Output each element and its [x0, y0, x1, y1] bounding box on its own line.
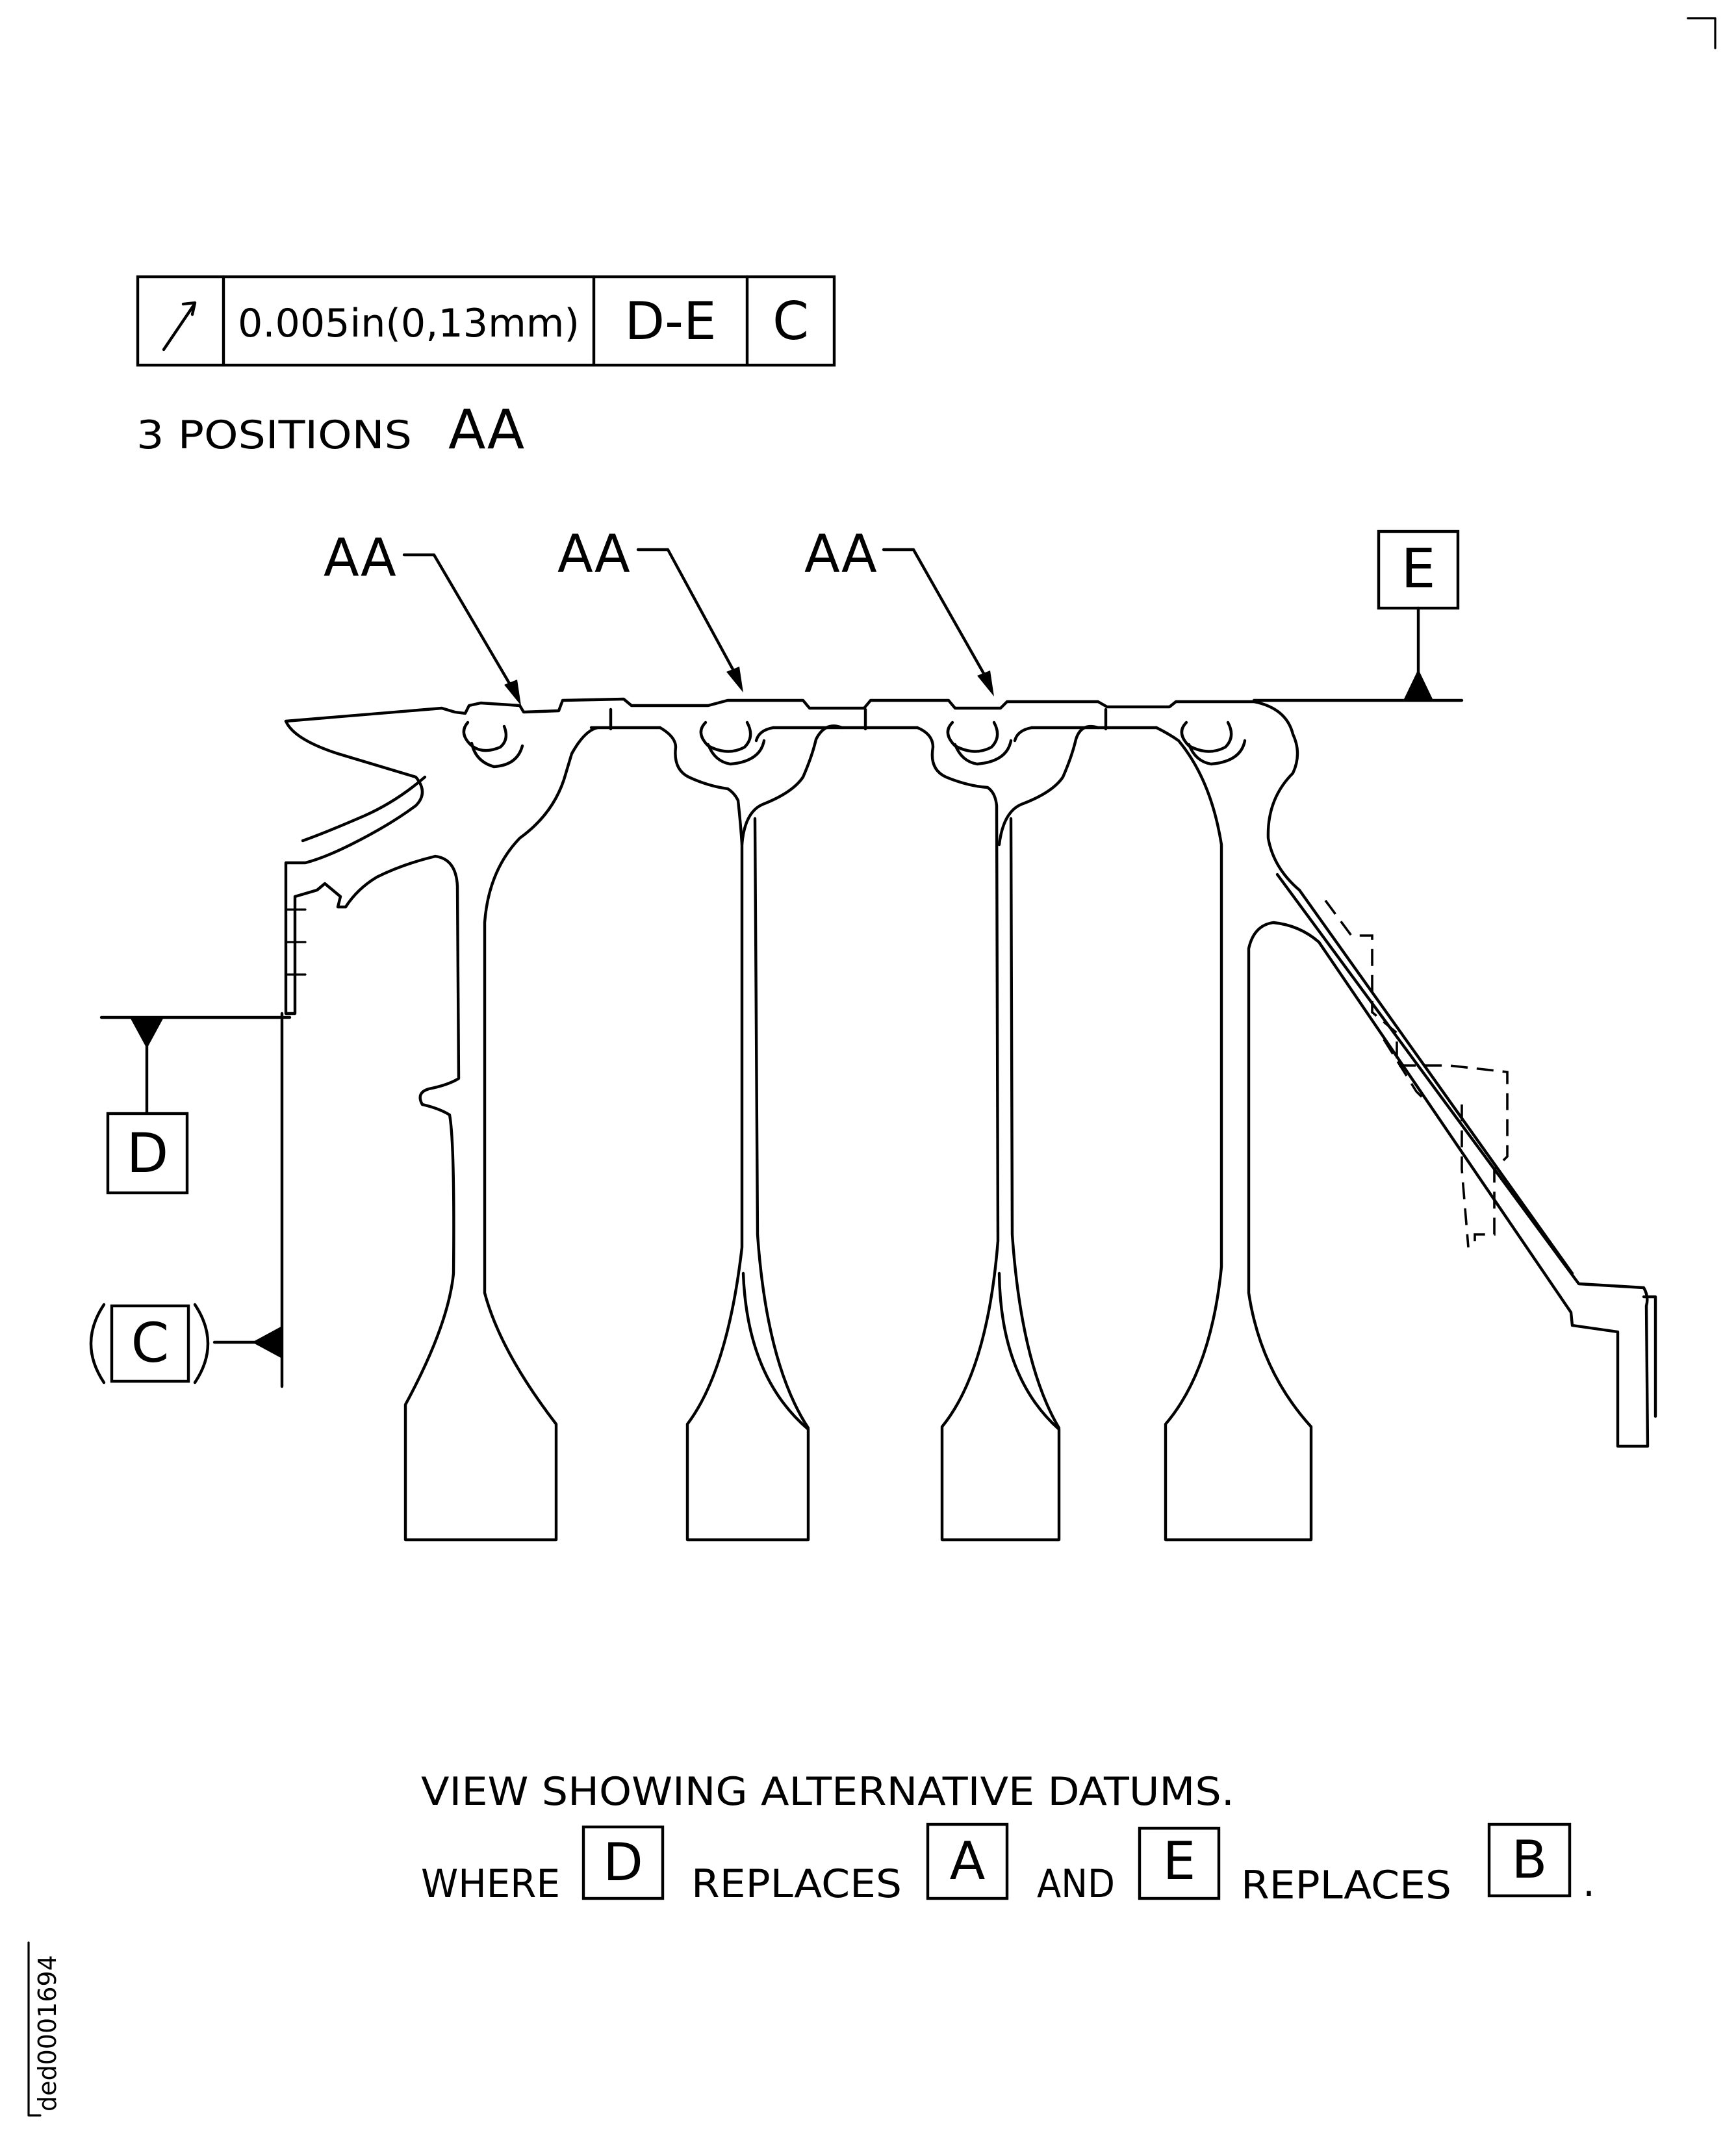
footer-and: AND [1037, 1861, 1115, 1907]
rotor-section [284, 697, 1657, 1542]
footer-box-d: D [603, 1832, 643, 1893]
datum-reference-d-e: D-E [624, 291, 716, 351]
footer-line-2: WHERE D REPLACES A AND E REPLACES B . [421, 1822, 1595, 1908]
feature-control-frame: 0.005in(0,13mm) D-E C [136, 275, 836, 367]
footer-box-b: B [1512, 1830, 1548, 1890]
crop-mark [1687, 17, 1717, 49]
footer-box-e: E [1163, 1831, 1196, 1891]
footer-period: . [1583, 1860, 1595, 1906]
callout-aa-3: AA [804, 524, 877, 584]
datum-d-symbol: D [99, 1015, 292, 1195]
footer-replaces-2: REPLACES [1241, 1863, 1451, 1908]
datum-reference-c: C [772, 291, 809, 351]
callout-aa-1: AA [324, 528, 396, 588]
positions-id: AA [448, 398, 524, 461]
positions-note: 3 POSITIONS [136, 413, 412, 458]
datum-e-letter: E [1401, 537, 1435, 600]
tolerance-value: 0.005in(0,13mm) [238, 301, 580, 346]
footer-box-a: A [950, 1831, 986, 1891]
figure-id: ded0001694 [27, 1941, 62, 2117]
footer-replaces-1: REPLACES [691, 1861, 902, 1907]
datum-c-letter: C [131, 1311, 170, 1375]
footer-line-1: VIEW SHOWING ALTERNATIVE DATUMS. [421, 1769, 1234, 1815]
circular-runout-icon [162, 301, 197, 351]
datum-e-symbol: E [1377, 530, 1460, 700]
callout-leaders [402, 548, 994, 706]
datum-d-letter: D [127, 1121, 169, 1185]
callout-aa-2: AA [557, 524, 630, 584]
datum-c-symbol: C [89, 1303, 283, 1385]
footer-where: WHERE [421, 1861, 560, 1907]
figure-id-text: ded0001694 [33, 1955, 62, 2112]
